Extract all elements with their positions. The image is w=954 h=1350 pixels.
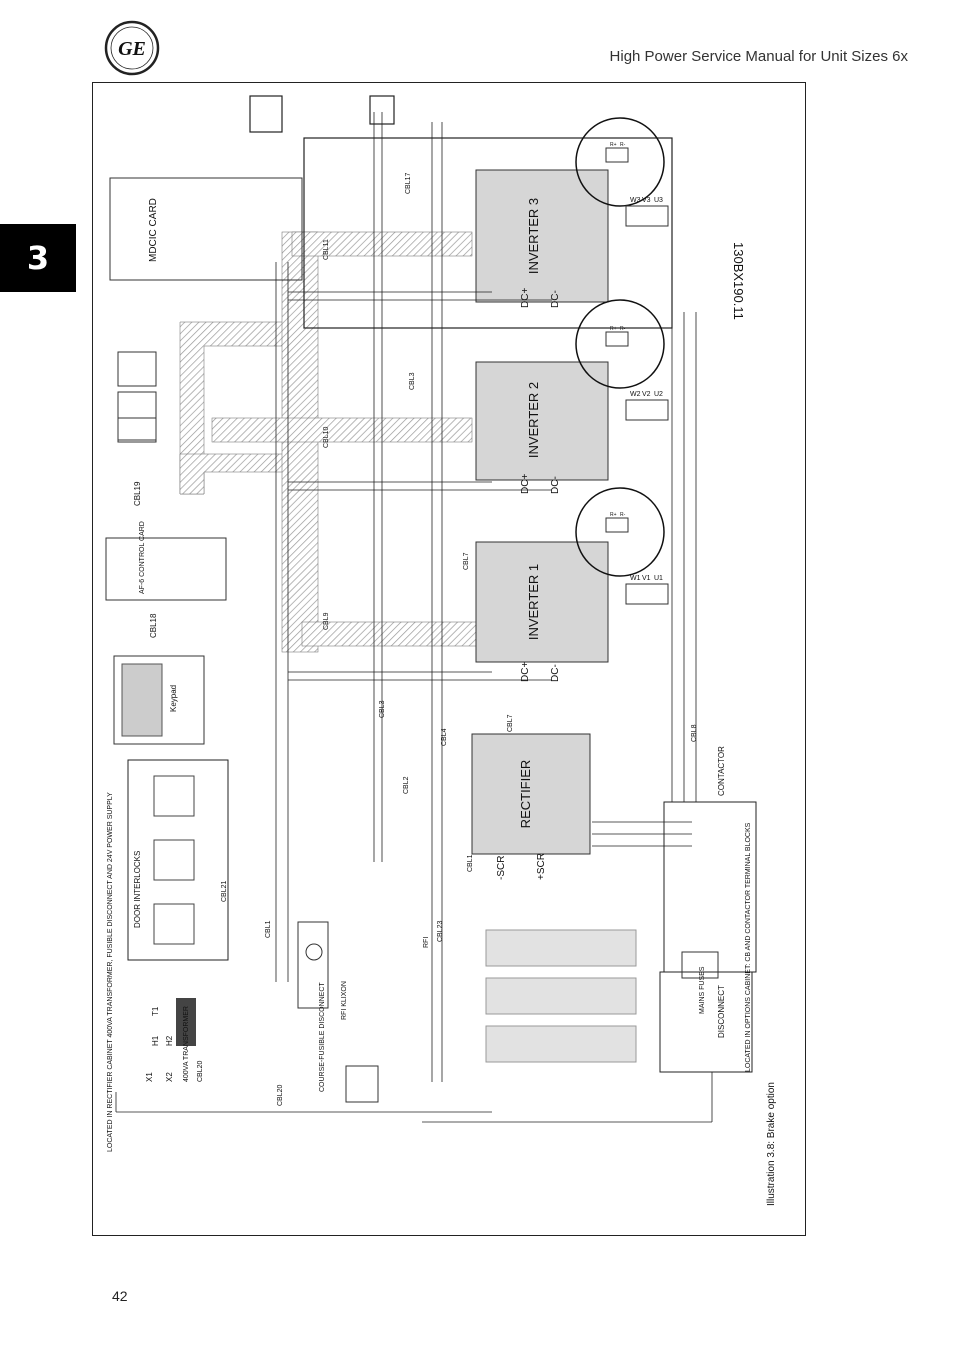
dc-bus-labels: DC+ DC- DC+ DC- DC+ DC- -SCR +SCR [496,288,561,880]
inverter-2: INVERTER 2 [475,361,609,481]
svg-text:CBL4: CBL4 [441,728,448,746]
svg-text:W1: W1 [630,575,641,582]
svg-text:CBL20: CBL20 [277,1084,284,1106]
rfi-klixon: RFI KLIXON RFI [297,921,430,1020]
ge-logo: GE [104,20,160,76]
svg-text:CBL2: CBL2 [403,776,410,794]
svg-text:CBL10: CBL10 [323,426,330,448]
svg-text:CBL23: CBL23 [437,920,444,942]
svg-text:DC+: DC+ [520,662,531,682]
diagram-frame [92,82,806,1236]
svg-text:CONTACTOR: CONTACTOR [717,746,726,796]
svg-text:R-: R- [620,512,626,518]
diagram-caption: Illustration 3.8: Brake option [766,1082,777,1206]
svg-text:RFI: RFI [423,937,430,948]
svg-text:GE: GE [118,38,146,60]
svg-text:V2: V2 [642,391,651,398]
svg-text:MAINS FUSES: MAINS FUSES [699,966,706,1014]
svg-text:INVERTER 3: INVERTER 3 [526,198,541,274]
svg-text:X1: X1 [145,1072,154,1082]
inverter-1: INVERTER 1 [475,541,609,663]
svg-text:CBL7: CBL7 [507,714,514,732]
svg-text:R+: R+ [610,326,617,332]
fusible-disconnect: COURSE-FUSIBLE DISCONNECT [319,982,379,1103]
page-number: 42 [112,1288,128,1304]
svg-text:DC-: DC- [550,664,561,682]
svg-text:DC-: DC- [550,476,561,494]
svg-text:MDCIC CARD: MDCIC CARD [148,198,159,262]
svg-text:CBL17: CBL17 [405,172,412,194]
rectifier-box: RECTIFIER [471,733,591,855]
svg-text:400VA TRANSFORMER: 400VA TRANSFORMER [183,1006,190,1082]
svg-text:U3: U3 [654,197,663,204]
svg-text:CBL11: CBL11 [323,239,330,260]
svg-text:RECTIFIER: RECTIFIER [518,760,533,829]
svg-text:+SCR: +SCR [536,853,547,880]
motor-terminals: W3 V3 U3 W2 V2 U2 W1 V1 U1 [625,197,669,605]
svg-text:AF-6 CONTROL CARD: AF-6 CONTROL CARD [139,521,146,594]
options-cabinet-note: LOCATED IN OPTIONS CABINET: CB AND CONTA… [745,822,752,1072]
door-interlocks-box: DOOR INTERLOCKS [127,759,229,961]
svg-text:U1: U1 [654,575,663,582]
rectifier-cabinet-note: LOCATED IN RECTIFIER CABINET 400VA TRANS… [107,792,114,1152]
svg-text:R+: R+ [610,512,617,518]
svg-text:DC-: DC- [550,290,561,308]
svg-text:INVERTER 1: INVERTER 1 [526,564,541,640]
svg-text:DC+: DC+ [520,474,531,494]
svg-text:V1: V1 [642,575,651,582]
svg-text:R-: R- [620,326,626,332]
transformer: X1 H1 T1 X2 H2 400VA TRANSFORMER [145,998,196,1082]
cable-labels: CBL19 CBL18 CBL11 CBL10 CBL9 CBL17 CBL3 … [133,172,698,1106]
wiring-diagram: INVERTER 3 INVERTER 2 INVERTER 1 RECTIFI… [105,95,777,1206]
svg-text:W3: W3 [630,197,641,204]
svg-text:CBL20: CBL20 [197,1060,204,1082]
options-cabinet: CONTACTOR MAINS FUSES DISCONNECT [659,746,757,1073]
svg-text:CBL3: CBL3 [409,372,416,390]
svg-text:INVERTER 2: INVERTER 2 [526,382,541,458]
svg-text:R-: R- [620,142,626,148]
chapter-tab: 3 [0,224,76,292]
svg-text:CBL8: CBL8 [691,724,698,742]
svg-text:CBL7: CBL7 [463,552,470,570]
mdcic-card: MDCIC CARD [109,177,303,443]
svg-text:X2: X2 [165,1072,174,1082]
svg-text:-SCR: -SCR [496,856,507,880]
svg-text:V3: V3 [642,197,651,204]
svg-text:W2: W2 [630,391,641,398]
svg-text:CBL9: CBL9 [323,612,330,630]
rfi-filter-modules [485,929,637,1063]
svg-text:R+: R+ [610,142,617,148]
ribbon-cable-bundles [179,231,483,653]
inverter-3-cabinet [303,137,673,329]
top-terminal-blocks [249,95,395,133]
svg-text:H1: H1 [151,1035,160,1046]
control-card: AF-6 CONTROL CARD [105,521,227,601]
svg-text:DOOR INTERLOCKS: DOOR INTERLOCKS [133,851,142,928]
svg-text:CBL1: CBL1 [265,920,272,938]
svg-text:DC+: DC+ [520,288,531,308]
page-header-title: High Power Service Manual for Unit Sizes… [609,48,908,65]
svg-text:RFI KLIXON: RFI KLIXON [341,981,348,1020]
svg-text:T1: T1 [151,1006,160,1016]
inverter-3: INVERTER 3 [475,169,609,303]
svg-text:CBL18: CBL18 [149,613,158,638]
keypad: Keypad [113,655,205,745]
svg-text:CBL1: CBL1 [467,854,474,872]
svg-text:U2: U2 [654,391,663,398]
svg-text:COURSE-FUSIBLE DISCONNECT: COURSE-FUSIBLE DISCONNECT [319,982,326,1092]
svg-text:Keypad: Keypad [169,685,178,712]
drawing-number: 130BX190.11 [731,242,746,320]
svg-text:CBL19: CBL19 [133,481,142,506]
wiring-lines [115,112,713,1123]
brake-terminal-circles: R+ R- R+ R- R+ R- [575,117,665,577]
svg-text:CBL3: CBL3 [379,700,386,718]
svg-text:H2: H2 [165,1035,174,1046]
svg-text:CBL21: CBL21 [221,880,228,902]
svg-text:DISCONNECT: DISCONNECT [717,985,726,1038]
